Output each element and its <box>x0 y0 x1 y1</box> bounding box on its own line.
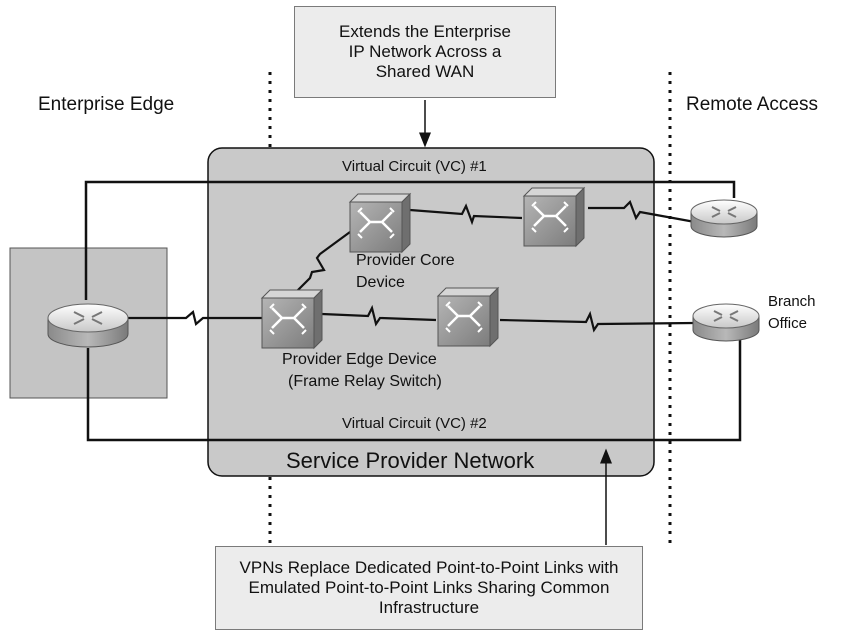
service-provider-network-title: Service Provider Network <box>286 448 535 473</box>
provider-core-label-line-2: Device <box>356 274 405 291</box>
provider-edge-label: Provider Edge Device (Frame Relay Switch… <box>282 351 442 390</box>
provider-core-switch-icon <box>348 192 412 254</box>
enterprise-edge-label: Enterprise Edge <box>38 94 174 115</box>
top-callout-box: Extends the Enterprise IP Network Across… <box>294 6 556 98</box>
link-provider-to-branch <box>499 310 695 333</box>
virtual-circuit-2-path <box>86 340 742 442</box>
branch-office-label-line-1: Branch <box>768 293 816 310</box>
virtual-circuit-1-path <box>84 180 736 300</box>
bottom-callout-line-3: Infrastructure <box>378 598 480 617</box>
link-edge-to-provider <box>321 304 437 327</box>
remote-router-icon <box>690 199 758 238</box>
provider-core-label: Provider Core Device <box>356 252 459 291</box>
link-core-to-remote <box>588 200 696 224</box>
branch-router-icon <box>692 303 760 342</box>
virtual-circuit-2-label: Virtual Circuit (VC) #2 <box>342 415 487 432</box>
remote-access-label: Remote Access <box>686 94 818 115</box>
link-enterprise-to-edge <box>127 310 262 326</box>
provider-edge-switch-icon <box>260 288 324 350</box>
bottom-callout-line-1: VPNs Replace Dedicated Point-to-Point Li… <box>239 558 619 577</box>
top-callout-line-1: Extends the Enterprise <box>339 22 511 41</box>
virtual-circuit-1-label: Virtual Circuit (VC) #1 <box>342 158 487 175</box>
provider-switch-icon <box>436 286 500 348</box>
enterprise-router-icon <box>47 303 129 348</box>
provider-core-switch-2-icon <box>522 186 586 248</box>
top-callout-line-2: IP Network Across a <box>348 42 502 61</box>
branch-office-label: Branch Office <box>768 293 820 332</box>
provider-core-label-line-1: Provider Core <box>356 252 455 269</box>
bottom-callout-box: VPNs Replace Dedicated Point-to-Point Li… <box>215 546 643 630</box>
top-callout-line-3: Shared WAN <box>375 62 475 81</box>
bottom-callout-line-2: Emulated Point-to-Point Links Sharing Co… <box>248 578 610 597</box>
branch-office-label-line-2: Office <box>768 315 807 332</box>
link-core-to-core <box>409 203 523 226</box>
provider-edge-label-line-2: (Frame Relay Switch) <box>288 373 442 390</box>
link-edge-to-core <box>291 231 351 297</box>
provider-edge-label-line-1: Provider Edge Device <box>282 351 437 368</box>
